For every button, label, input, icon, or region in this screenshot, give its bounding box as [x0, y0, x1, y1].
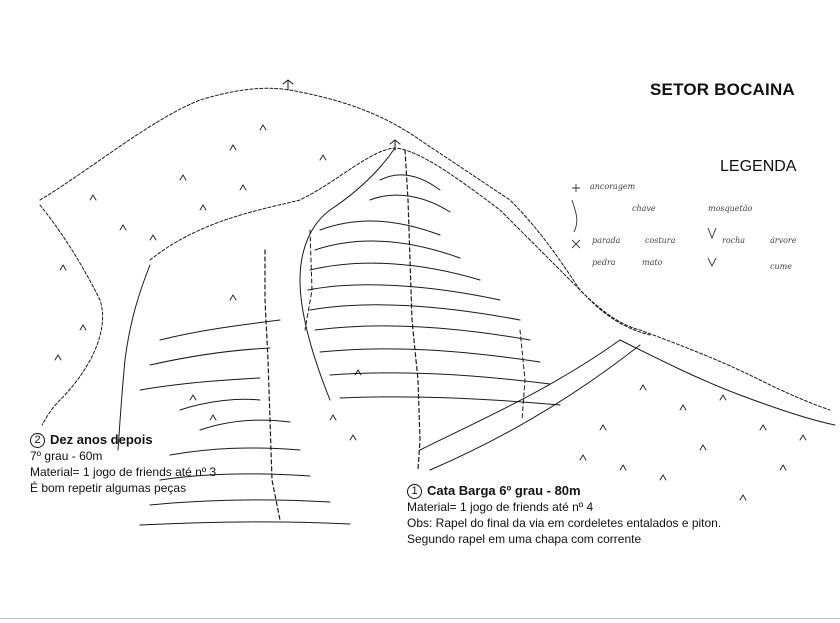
route-number-badge: 1 [407, 483, 422, 499]
route-1-material: Material= 1 jogo de friends até nº 4 [407, 500, 594, 514]
bottom-divider [0, 618, 840, 619]
legend-scribble: mato [642, 258, 663, 267]
route-1-line [404, 149, 421, 471]
route-2-info: 2 Dez anos depois 7º grau - 60m Material… [30, 432, 216, 496]
legend-scribble: mosquetão [708, 204, 753, 213]
route-number-badge: 2 [30, 432, 45, 448]
hill-outline [39, 87, 831, 411]
route-2-note: É bom repetir algumas peças [30, 481, 187, 495]
route-1-name: Cata Barga 6º grau - 80m [427, 483, 581, 498]
legend-scribble: rocha [722, 236, 746, 245]
route-1-note: Obs: Rapel do final da via em cordeletes… [407, 516, 722, 530]
legend-title: LEGENDA [720, 158, 797, 175]
route-2-heading: 2 Dez anos depois [30, 432, 216, 448]
peak-outline [149, 147, 651, 336]
route-1-info: 1 Cata Barga 6º grau - 80m Material= 1 j… [407, 483, 721, 547]
route-2-material: Material= 1 jogo de friends até nº 3 [30, 465, 217, 479]
route-2-line [264, 249, 281, 521]
legend-scribble: árvore [770, 236, 797, 245]
route-1-heading: 1 Cata Barga 6º grau - 80m [407, 483, 721, 499]
legend-scribble: ancoragem [590, 182, 636, 191]
legend-scribble: costura [645, 236, 676, 245]
legend-scribble: chave [632, 204, 656, 213]
legend-scribble: pedra [592, 258, 616, 267]
route-1-note-2: Segundo rapel em uma chapa com corrente [407, 532, 642, 546]
route-2-name: Dez anos depois [50, 432, 153, 447]
legend-scribble: cume [770, 262, 792, 271]
peak-left-flank [117, 264, 151, 451]
left-ridge [39, 204, 104, 426]
legend-scribble: parada [592, 236, 621, 245]
page-title: SETOR BOCAINA [650, 80, 795, 99]
route-2-grade: 7º grau - 60m [30, 449, 103, 463]
